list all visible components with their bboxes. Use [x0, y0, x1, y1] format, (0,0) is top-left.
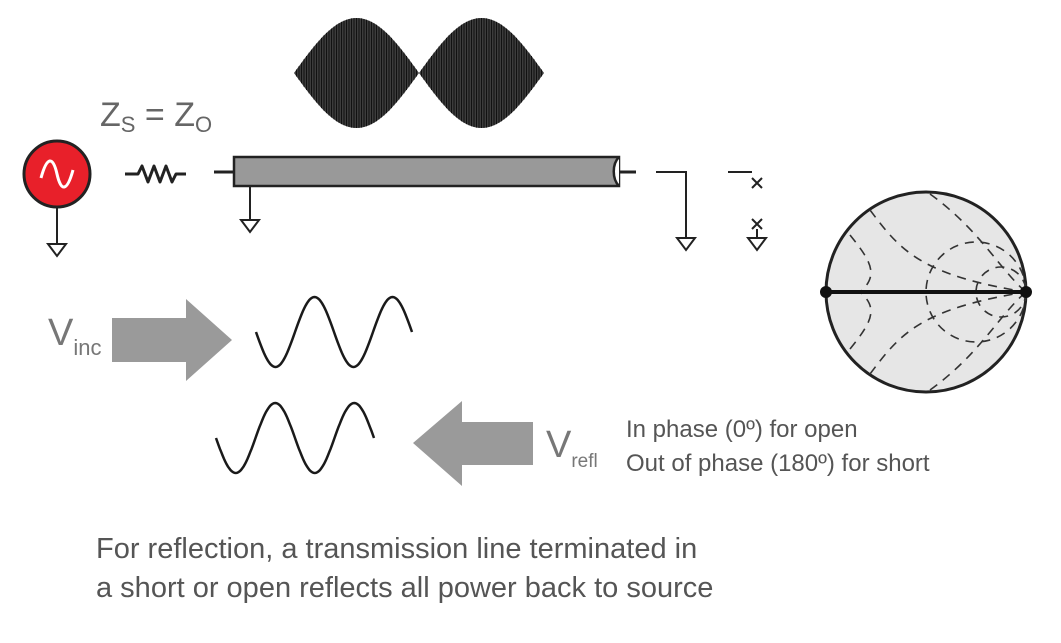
source-impedance-label: ZS = ZO [100, 96, 213, 137]
phase-note-short: Out of phase (180º) for short [626, 450, 930, 477]
resistor-icon [125, 164, 234, 184]
incident-sine-wave [254, 295, 414, 369]
reflected-voltage-label: Vrefl [546, 424, 598, 472]
caption-line-2: a short or open reflects all power back … [96, 572, 714, 604]
phase-note-open: In phase (0º) for open [626, 416, 858, 443]
transmission-line [232, 155, 636, 220]
caption-line-1: For reflection, a transmission line term… [96, 533, 698, 565]
termination-open [728, 171, 768, 252]
ac-voltage-source-icon [22, 139, 92, 244]
incident-arrow [112, 299, 232, 381]
incident-voltage-label: Vinc [48, 312, 102, 360]
reflected-sine-wave [214, 401, 376, 475]
ground-icon [239, 219, 261, 234]
standing-wave-envelope [294, 18, 544, 128]
termination-short [656, 171, 697, 252]
smith-chart-icon [820, 190, 1032, 394]
ground-icon [46, 243, 68, 258]
reflected-arrow [413, 401, 533, 486]
